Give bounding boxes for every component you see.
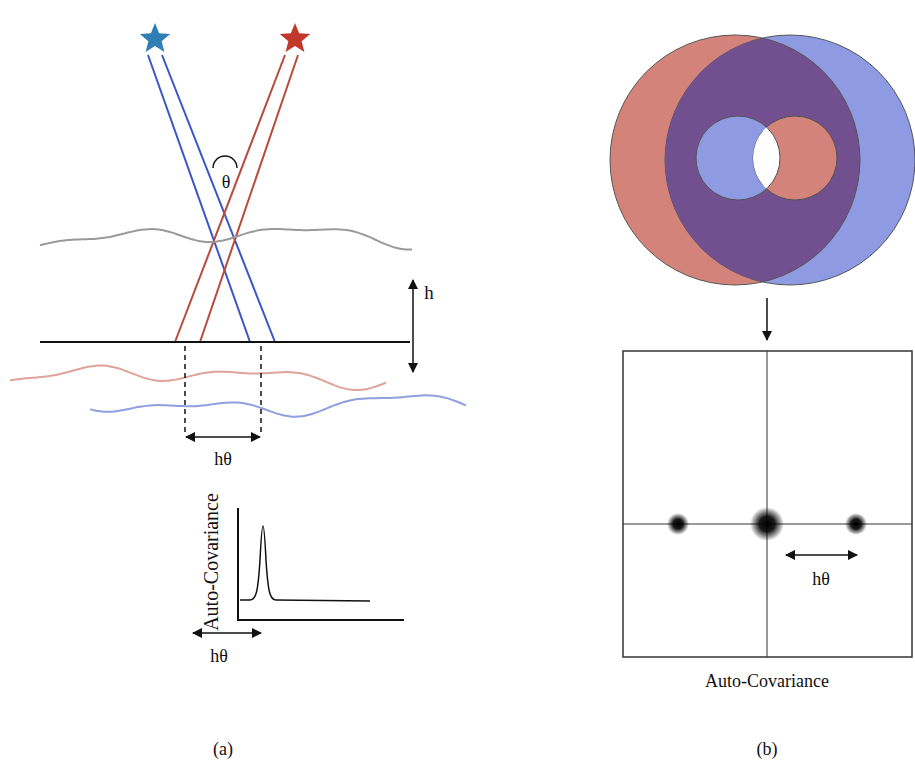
separation-label: hθ [812, 570, 830, 588]
flow-arrow [766, 298, 768, 340]
axis-label: Auto-Covariance [705, 672, 829, 690]
height-label: h [424, 283, 434, 302]
panel-label: (a) [213, 740, 233, 758]
pupil-overlap [610, 35, 915, 285]
panel-label: (b) [757, 740, 778, 758]
dashed-guide [260, 346, 262, 433]
side-peak [667, 513, 689, 535]
turbulent-layer [90, 395, 466, 416]
central-peak [750, 507, 784, 541]
covariance-frame [623, 351, 912, 657]
ground-line [40, 341, 410, 343]
dashed-guide [184, 346, 186, 433]
plot-axis [237, 508, 239, 621]
plot-axis [237, 619, 404, 621]
separation-label: hθ [210, 647, 228, 665]
lag-arrow [786, 554, 857, 556]
crosshair [767, 351, 768, 657]
star-icon [140, 23, 170, 52]
separation-label: hθ [214, 450, 232, 468]
angle-arc [213, 156, 237, 168]
side-peak [845, 513, 867, 535]
turbulent-layer [40, 229, 412, 250]
star-icons [140, 23, 310, 52]
axis-label: Auto-Covariance [201, 493, 221, 631]
height-arrow [412, 280, 414, 372]
star-beams [148, 55, 298, 342]
separation-arrow [186, 436, 260, 438]
turbulence-layers [10, 229, 466, 417]
turbulent-layer [10, 366, 386, 391]
star-icon [280, 23, 310, 52]
lag-arrow [193, 632, 261, 634]
covariance-curve [240, 526, 370, 601]
angle-label: θ [222, 173, 231, 191]
